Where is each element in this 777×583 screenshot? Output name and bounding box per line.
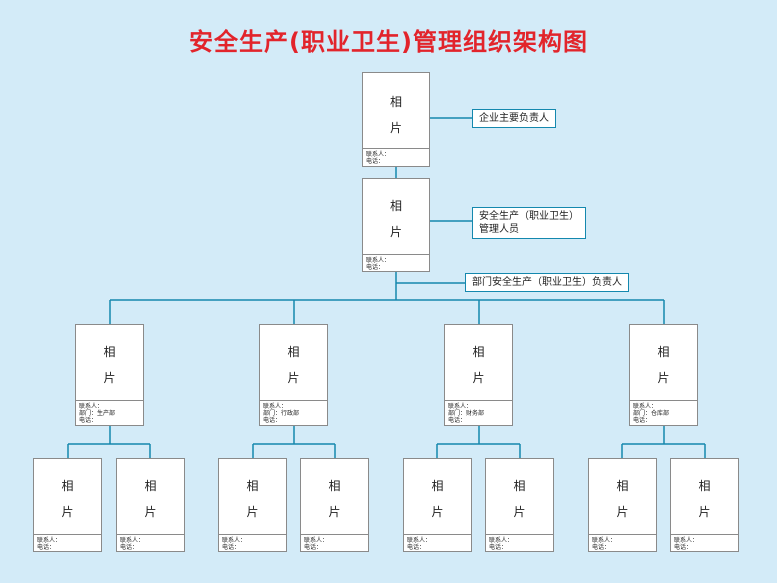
contact-info: 联系人： 电话： — [366, 151, 391, 165]
contact-info: 联系人： 电话： — [489, 537, 514, 551]
label-safety-manager: 安全生产（职业卫生） 管理人员 — [472, 207, 586, 239]
staff-card: 相 片 联系人： 电话： — [116, 458, 185, 552]
contact-info: 联系人： 电话： — [407, 537, 432, 551]
dept-card-finance: 相 片 联系人： 部门：财务部 电话： — [444, 324, 513, 426]
staff-card: 相 片 联系人： 电话： — [33, 458, 102, 552]
staff-card: 相 片 联系人： 电话： — [300, 458, 369, 552]
photo-placeholder: 相 片 — [445, 325, 512, 401]
staff-card: 相 片 联系人： 电话： — [218, 458, 287, 552]
contact-info: 联系人： 电话： — [592, 537, 617, 551]
photo-placeholder: 相 片 — [486, 459, 553, 535]
staff-card: 相 片 联系人： 电话： — [588, 458, 657, 552]
person-card-second: 相 片 联系人： 电话： — [362, 178, 430, 272]
photo-placeholder: 相 片 — [219, 459, 286, 535]
dept-card-warehouse: 相 片 联系人： 部门：仓库部 电话： — [629, 324, 698, 426]
person-card-top: 相 片 联系人： 电话： — [362, 72, 430, 167]
contact-info: 联系人： 部门：生产部 电话： — [79, 403, 116, 424]
contact-info: 联系人： 部门：财务部 电话： — [448, 403, 485, 424]
photo-placeholder: 相 片 — [34, 459, 101, 535]
contact-info: 联系人： 电话： — [37, 537, 62, 551]
photo-placeholder: 相 片 — [76, 325, 143, 401]
page-title: 安全生产(职业卫生)管理组织架构图 — [189, 28, 588, 56]
photo-placeholder: 相 片 — [404, 459, 471, 535]
staff-card: 相 片 联系人： 电话： — [670, 458, 739, 552]
contact-info: 联系人： 部门：行政部 电话： — [263, 403, 300, 424]
dept-card-admin: 相 片 联系人： 部门：行政部 电话： — [259, 324, 328, 426]
photo-placeholder: 相 片 — [671, 459, 738, 535]
photo-placeholder: 相 片 — [117, 459, 184, 535]
staff-card: 相 片 联系人： 电话： — [403, 458, 472, 552]
contact-info: 联系人： 电话： — [120, 537, 145, 551]
photo-placeholder: 相 片 — [363, 179, 429, 255]
contact-info: 联系人： 电话： — [222, 537, 247, 551]
photo-placeholder: 相 片 — [589, 459, 656, 535]
photo-placeholder: 相 片 — [260, 325, 327, 401]
contact-info: 联系人： 电话： — [674, 537, 699, 551]
label-enterprise-head: 企业主要负责人 — [472, 109, 556, 128]
photo-placeholder: 相 片 — [363, 73, 429, 149]
photo-placeholder: 相 片 — [301, 459, 368, 535]
contact-info: 联系人： 部门：仓库部 电话： — [633, 403, 670, 424]
photo-placeholder: 相 片 — [630, 325, 697, 401]
dept-card-production: 相 片 联系人： 部门：生产部 电话： — [75, 324, 144, 426]
label-dept-safety-head: 部门安全生产（职业卫生）负责人 — [465, 273, 629, 292]
contact-info: 联系人： 电话： — [366, 257, 391, 271]
staff-card: 相 片 联系人： 电话： — [485, 458, 554, 552]
contact-info: 联系人： 电话： — [304, 537, 329, 551]
